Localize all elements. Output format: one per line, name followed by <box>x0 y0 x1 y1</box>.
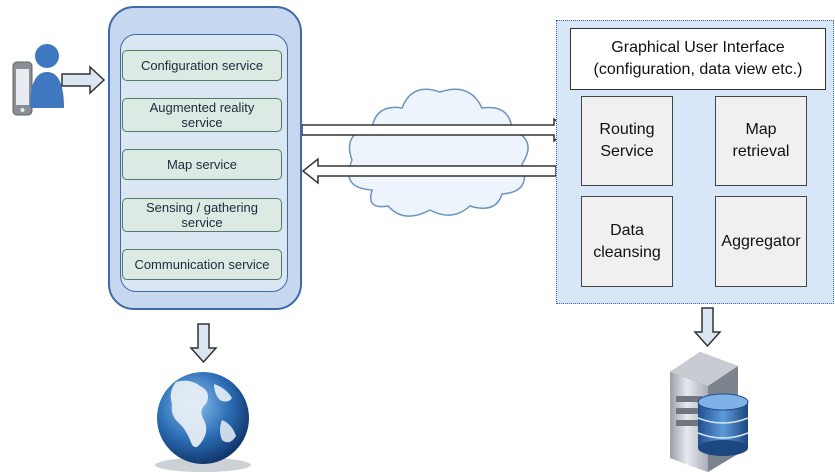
map-service: Map service <box>122 149 282 180</box>
gui-title: Graphical User Interface <box>611 39 785 56</box>
globe-icon <box>155 372 251 472</box>
aggregator-module: Aggregator <box>715 196 807 287</box>
user-with-phone-icon <box>12 44 64 116</box>
gui-box: Graphical User Interface (configuration,… <box>570 28 826 90</box>
sensing-gathering-service: Sensing / gathering service <box>122 198 282 232</box>
arrow-server-to-database <box>693 307 722 348</box>
gui-subtitle: (configuration, data view etc.) <box>593 61 803 78</box>
database-server-icon <box>670 352 749 472</box>
communication-service: Communication service <box>122 249 282 280</box>
arrow-mobile-to-globe <box>189 323 218 364</box>
cloud-icon <box>348 88 529 217</box>
routing-service-module: Routing Service <box>581 96 673 186</box>
arrow-user-to-mobile <box>61 65 106 95</box>
augmented-reality-service: Augmented reality service <box>122 98 282 132</box>
configuration-service: Configuration service <box>122 50 282 81</box>
data-cleansing-module: Data cleansing <box>581 196 673 287</box>
arrow-server-to-mobile <box>301 157 557 185</box>
map-retrieval-module: Map retrieval <box>715 96 807 186</box>
